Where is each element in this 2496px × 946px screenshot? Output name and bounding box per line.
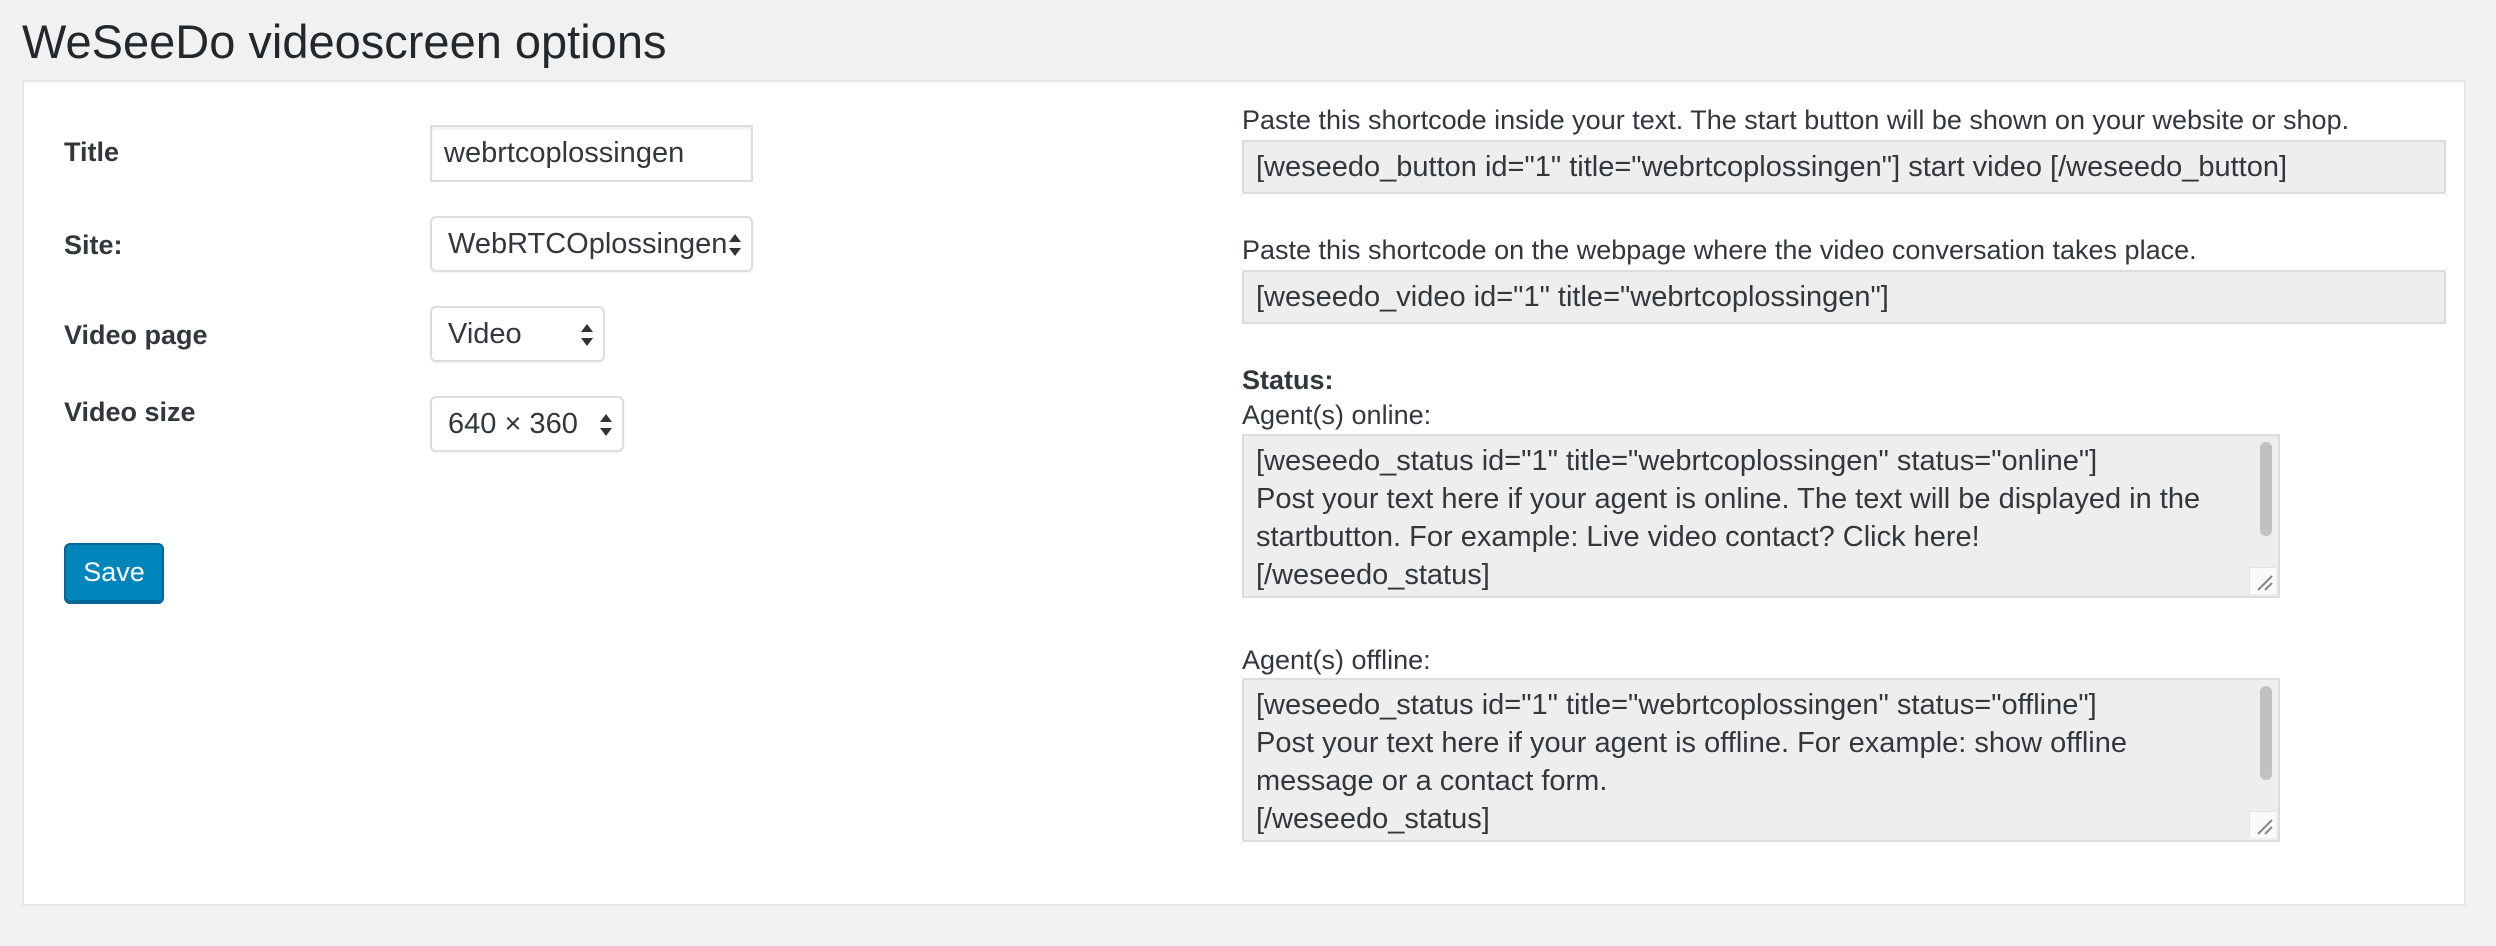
video-shortcode-hint: Paste this shortcode on the webpage wher… bbox=[1242, 235, 2197, 265]
textarea-line: Post your text here if your agent is off… bbox=[1256, 727, 2127, 759]
textarea-line: [/weseedo_status] bbox=[1256, 803, 1490, 835]
select-arrows-icon bbox=[581, 324, 593, 346]
scrollbar-thumb[interactable] bbox=[2260, 686, 2272, 780]
textarea-line: startbutton. For example: Live video con… bbox=[1256, 521, 1980, 553]
save-button[interactable]: Save bbox=[64, 543, 164, 602]
select-arrows-icon bbox=[727, 230, 743, 260]
status-heading: Status: bbox=[1242, 365, 1334, 395]
site-select[interactable]: WebRTCOplossingen bbox=[430, 216, 753, 272]
textarea-line: [/weseedo_status] bbox=[1256, 559, 1490, 591]
video-page-select-value: Video bbox=[448, 318, 522, 350]
page-title: WeSeeDo videoscreen options bbox=[22, 15, 667, 68]
video-page-label: Video page bbox=[64, 320, 208, 350]
textarea-line: message or a contact form. bbox=[1256, 765, 1608, 797]
select-arrows-icon bbox=[600, 414, 612, 436]
button-shortcode-hint: Paste this shortcode inside your text. T… bbox=[1242, 105, 2350, 135]
video-page-select[interactable]: Video bbox=[430, 306, 605, 362]
textarea-line: [weseedo_status id="1" title="webrtcoplo… bbox=[1256, 689, 2097, 721]
title-input[interactable] bbox=[430, 125, 753, 182]
button-shortcode-field[interactable]: [weseedo_button id="1" title="webrtcoplo… bbox=[1242, 140, 2446, 194]
agent-offline-label: Agent(s) offline: bbox=[1242, 645, 1431, 675]
agent-online-label: Agent(s) online: bbox=[1242, 400, 1432, 430]
video-size-select-value: 640 × 360 bbox=[448, 408, 578, 440]
video-size-select[interactable]: 640 × 360 bbox=[430, 396, 624, 452]
scrollbar-thumb[interactable] bbox=[2260, 442, 2272, 536]
title-label: Title bbox=[64, 137, 120, 167]
site-label: Site: bbox=[64, 230, 123, 260]
video-shortcode-field[interactable]: [weseedo_video id="1" title="webrtcoplos… bbox=[1242, 270, 2446, 324]
resize-handle-icon[interactable] bbox=[2249, 567, 2276, 594]
textarea-line: [weseedo_status id="1" title="webrtcoplo… bbox=[1256, 445, 2098, 477]
video-size-label: Video size bbox=[64, 397, 196, 427]
agent-offline-textarea[interactable]: [weseedo_status id="1" title="webrtcoplo… bbox=[1242, 678, 2280, 842]
textarea-line: Post your text here if your agent is onl… bbox=[1256, 483, 2201, 515]
resize-handle-icon[interactable] bbox=[2249, 811, 2276, 838]
site-select-value: WebRTCOplossingen bbox=[448, 228, 728, 260]
agent-online-textarea[interactable]: [weseedo_status id="1" title="webrtcoplo… bbox=[1242, 434, 2280, 598]
